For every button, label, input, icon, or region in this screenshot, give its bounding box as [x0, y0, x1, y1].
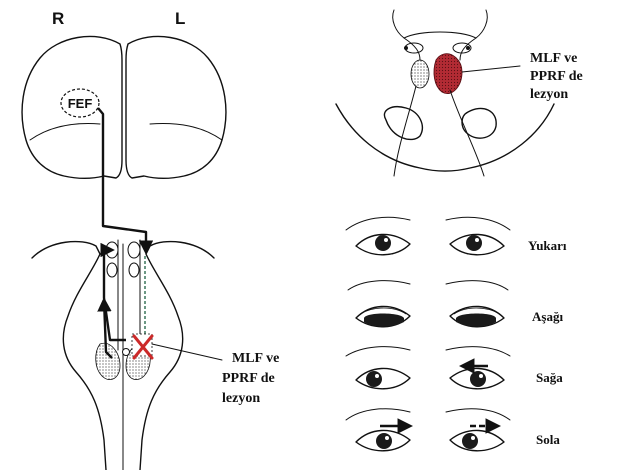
iris-right-down	[364, 313, 404, 327]
glint-left-right	[479, 374, 483, 378]
pons-inner-curve	[403, 31, 477, 39]
gaze-row-left: Sola	[345, 408, 560, 452]
iris-right-up	[375, 235, 391, 251]
fef-descending-pathway	[97, 107, 154, 255]
pons-lesion-label-1: MLF ve	[530, 51, 577, 66]
pons-nucleus-left-top	[452, 42, 472, 54]
iris-left-down	[456, 313, 496, 327]
gaze-row-right: Sağa	[345, 346, 563, 390]
brow-right-up	[345, 216, 411, 231]
lid-left-down	[453, 307, 501, 315]
pons-nerve-right	[393, 85, 417, 177]
left-hemisphere-label: L	[175, 9, 185, 28]
brow-left-left	[445, 408, 511, 421]
eye-left-left	[449, 429, 505, 452]
fef-label: FEF	[68, 96, 93, 111]
glint-left-up	[475, 238, 479, 242]
brow-right-left	[345, 408, 411, 421]
glint-right-left	[385, 436, 389, 440]
fef-region	[60, 88, 100, 118]
right-hemisphere-outline	[21, 35, 123, 179]
right-sylvian-sulcus	[29, 123, 101, 141]
iris-left-up	[466, 235, 482, 251]
ppr-node	[122, 348, 130, 356]
pons-abducens-right	[410, 59, 430, 89]
lesion-callout-line	[151, 343, 223, 361]
eye-right-up	[355, 233, 411, 256]
fourth-ventricle-outline	[392, 9, 488, 61]
gaze-label-down: Aşağı	[532, 309, 563, 324]
glint-left-left	[471, 436, 475, 440]
eye-right-right	[355, 367, 411, 390]
brow-left-right	[445, 346, 511, 357]
gaze-label-right: Sağa	[536, 370, 563, 385]
glint-right-right	[375, 374, 379, 378]
pons-basal-left-lobe	[383, 106, 424, 141]
brow-left-down	[445, 280, 509, 291]
iris-right-left	[376, 433, 392, 449]
brainstem-lesion-label-2: PPRF de	[222, 371, 275, 386]
brainstem-lesion-label-1: MLF ve	[232, 351, 279, 366]
lesion-x-mark	[132, 334, 154, 360]
brainstem-diagram: MLF ve PPRF de lezyon	[31, 239, 279, 470]
gaze-label-up: Yukarı	[528, 238, 567, 253]
pons-dot-right	[404, 46, 408, 50]
iris-left-left	[462, 433, 478, 449]
gaze-row-down: Aşağı	[347, 280, 563, 328]
brainstem-outline-right	[139, 240, 215, 470]
ppr-connection	[97, 297, 113, 359]
left-sylvian-sulcus	[149, 123, 223, 141]
brow-right-right	[345, 346, 411, 357]
abducens-nucleus-right	[95, 342, 121, 380]
eye-right-down	[355, 305, 411, 328]
gaze-rows: Yukarı Aşağı Sağa	[345, 216, 567, 452]
oculomotor-nucleus-l-upper	[127, 241, 141, 259]
pons-outline	[335, 103, 555, 172]
brow-left-up	[445, 216, 511, 231]
brainstem-outline	[31, 240, 107, 470]
pons-dot-left	[466, 46, 470, 50]
pons-lesion-callout-line	[461, 65, 521, 73]
eye-right-left	[355, 429, 411, 452]
brain-coronal-view: R L FEF	[21, 9, 227, 255]
pons-basal-right-lobe	[461, 107, 497, 139]
brow-right-down	[347, 280, 411, 291]
glint-right-up	[384, 238, 388, 242]
eye-left-up	[449, 233, 505, 256]
gaze-row-up: Yukarı	[345, 216, 567, 256]
oculomotor-nucleus-l-lower	[128, 262, 140, 278]
pons-lesion-red	[433, 53, 463, 94]
lid-right-down	[359, 307, 407, 315]
pons-lesion-label-2: PPRF de	[530, 69, 583, 84]
left-hemisphere-outline	[125, 35, 227, 179]
pons-lesion-label-3: lezyon	[530, 87, 568, 102]
right-hemisphere-label: R	[52, 9, 64, 28]
gaze-label-left: Sola	[536, 432, 560, 447]
brainstem-lesion-label-3: lezyon	[222, 391, 260, 406]
iris-left-right	[470, 371, 486, 387]
oculomotor-nucleus-r-lower	[106, 262, 118, 278]
iris-right-right	[366, 371, 382, 387]
pons-cross-section: MLF ve PPRF de lezyon	[335, 9, 583, 177]
